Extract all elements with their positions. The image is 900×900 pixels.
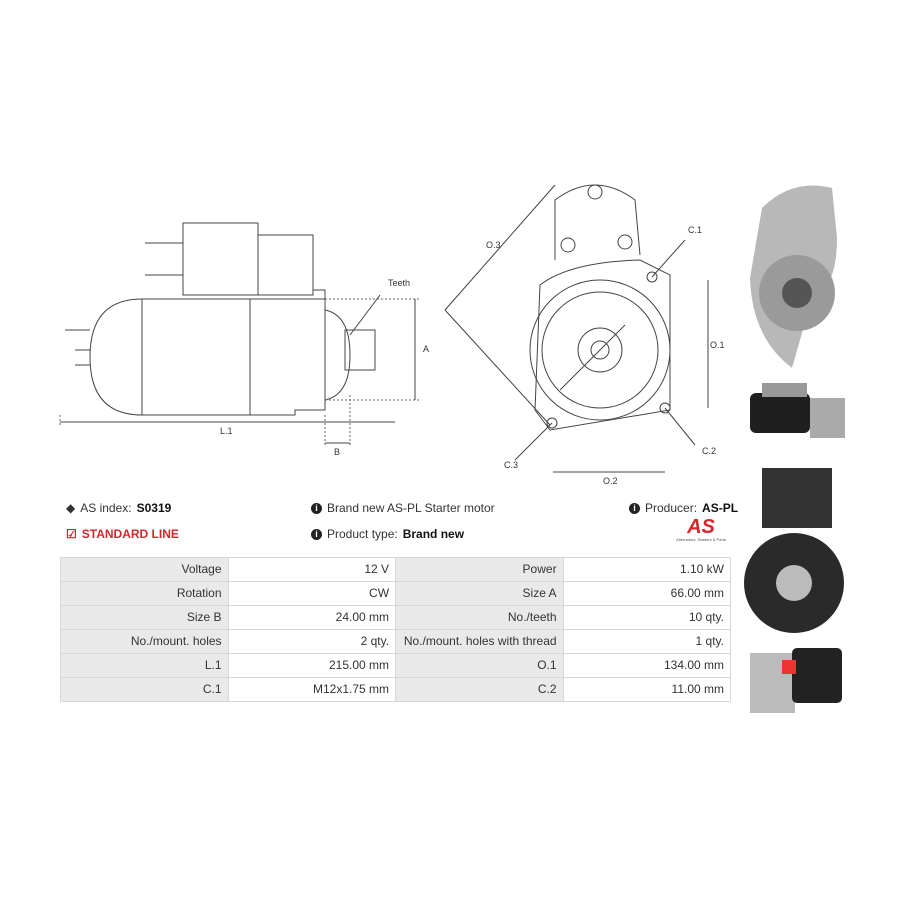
description-text: Brand new AS-PL Starter motor	[327, 501, 495, 515]
spec-label: No./mount. holes with thread	[395, 629, 564, 654]
photo-front	[750, 185, 837, 368]
producer-value: AS-PL	[702, 501, 739, 515]
spec-value: 12 V	[227, 557, 397, 582]
spec-value: CW	[227, 581, 397, 606]
spec-value: M12x1.75 mm	[227, 677, 397, 702]
product-type-label: Product type:	[327, 527, 398, 541]
spec-label: O.1	[395, 653, 564, 678]
spec-label: C.2	[395, 677, 564, 702]
photo-rear	[744, 468, 844, 633]
product-photos	[744, 185, 845, 713]
spec-label: C.1	[60, 677, 229, 702]
spec-label: Power	[395, 557, 564, 582]
spec-label: Size A	[395, 581, 564, 606]
label-a: A	[423, 344, 430, 354]
producer-label: Producer:	[645, 501, 698, 515]
description: i Brand new AS-PL Starter motor	[311, 501, 495, 515]
spec-value: 66.00 mm	[562, 581, 732, 606]
logo-tagline: Alternators, Starters & Parts	[676, 537, 726, 542]
spec-value: 2 qty.	[227, 629, 397, 654]
as-index-value: S0319	[136, 501, 172, 515]
label-l1: L.1	[220, 426, 233, 436]
spec-value: 215.00 mm	[227, 653, 397, 678]
spec-label: Size B	[60, 605, 229, 630]
spec-label: No./teeth	[395, 605, 564, 630]
spec-value: 134.00 mm	[562, 653, 732, 678]
label-teeth: Teeth	[388, 278, 411, 288]
spec-value: 24.00 mm	[227, 605, 397, 630]
spec-value: 11.00 mm	[562, 677, 732, 702]
info-icon: i	[629, 502, 640, 514]
label-o2: O.2	[603, 476, 618, 486]
line-label: STANDARD LINE	[81, 527, 179, 541]
spec-value: 10 qty.	[562, 605, 732, 630]
producer: i Producer: AS-PL	[629, 501, 738, 515]
spec-label: Voltage	[60, 557, 229, 582]
checkbox-icon: ☑	[66, 527, 77, 541]
logo-text: AS	[687, 516, 715, 538]
as-pl-logo: AS Alternators, Starters & Parts	[668, 517, 734, 542]
photo-side	[750, 383, 845, 438]
front-view-drawing	[444, 184, 709, 473]
photo-angle	[750, 648, 842, 713]
standard-line-badge: ☑ STANDARD LINE	[66, 527, 179, 541]
label-c1: C.1	[688, 225, 703, 235]
label-o3: O.3	[486, 240, 501, 250]
product-type-value: Brand new	[402, 527, 465, 541]
tags-icon: ◆	[66, 501, 76, 515]
label-c2: C.2	[702, 446, 717, 456]
side-view-drawing	[59, 222, 420, 447]
spec-label: L.1	[60, 653, 229, 678]
as-index-label: AS index:	[80, 501, 132, 515]
spec-value: 1 qty.	[562, 629, 732, 654]
info-icon: i	[311, 528, 322, 540]
spec-label: Rotation	[60, 581, 229, 606]
as-index: ◆ AS index: S0319	[66, 501, 171, 515]
info-icon: i	[311, 502, 322, 514]
label-b: B	[334, 447, 341, 457]
solenoid	[182, 222, 259, 296]
label-c3: C.3	[504, 460, 519, 470]
product-type: i Product type: Brand new	[311, 527, 464, 541]
spec-value: 1.10 kW	[562, 557, 732, 582]
spec-label: No./mount. holes	[60, 629, 229, 654]
label-o1: O.1	[710, 340, 725, 350]
